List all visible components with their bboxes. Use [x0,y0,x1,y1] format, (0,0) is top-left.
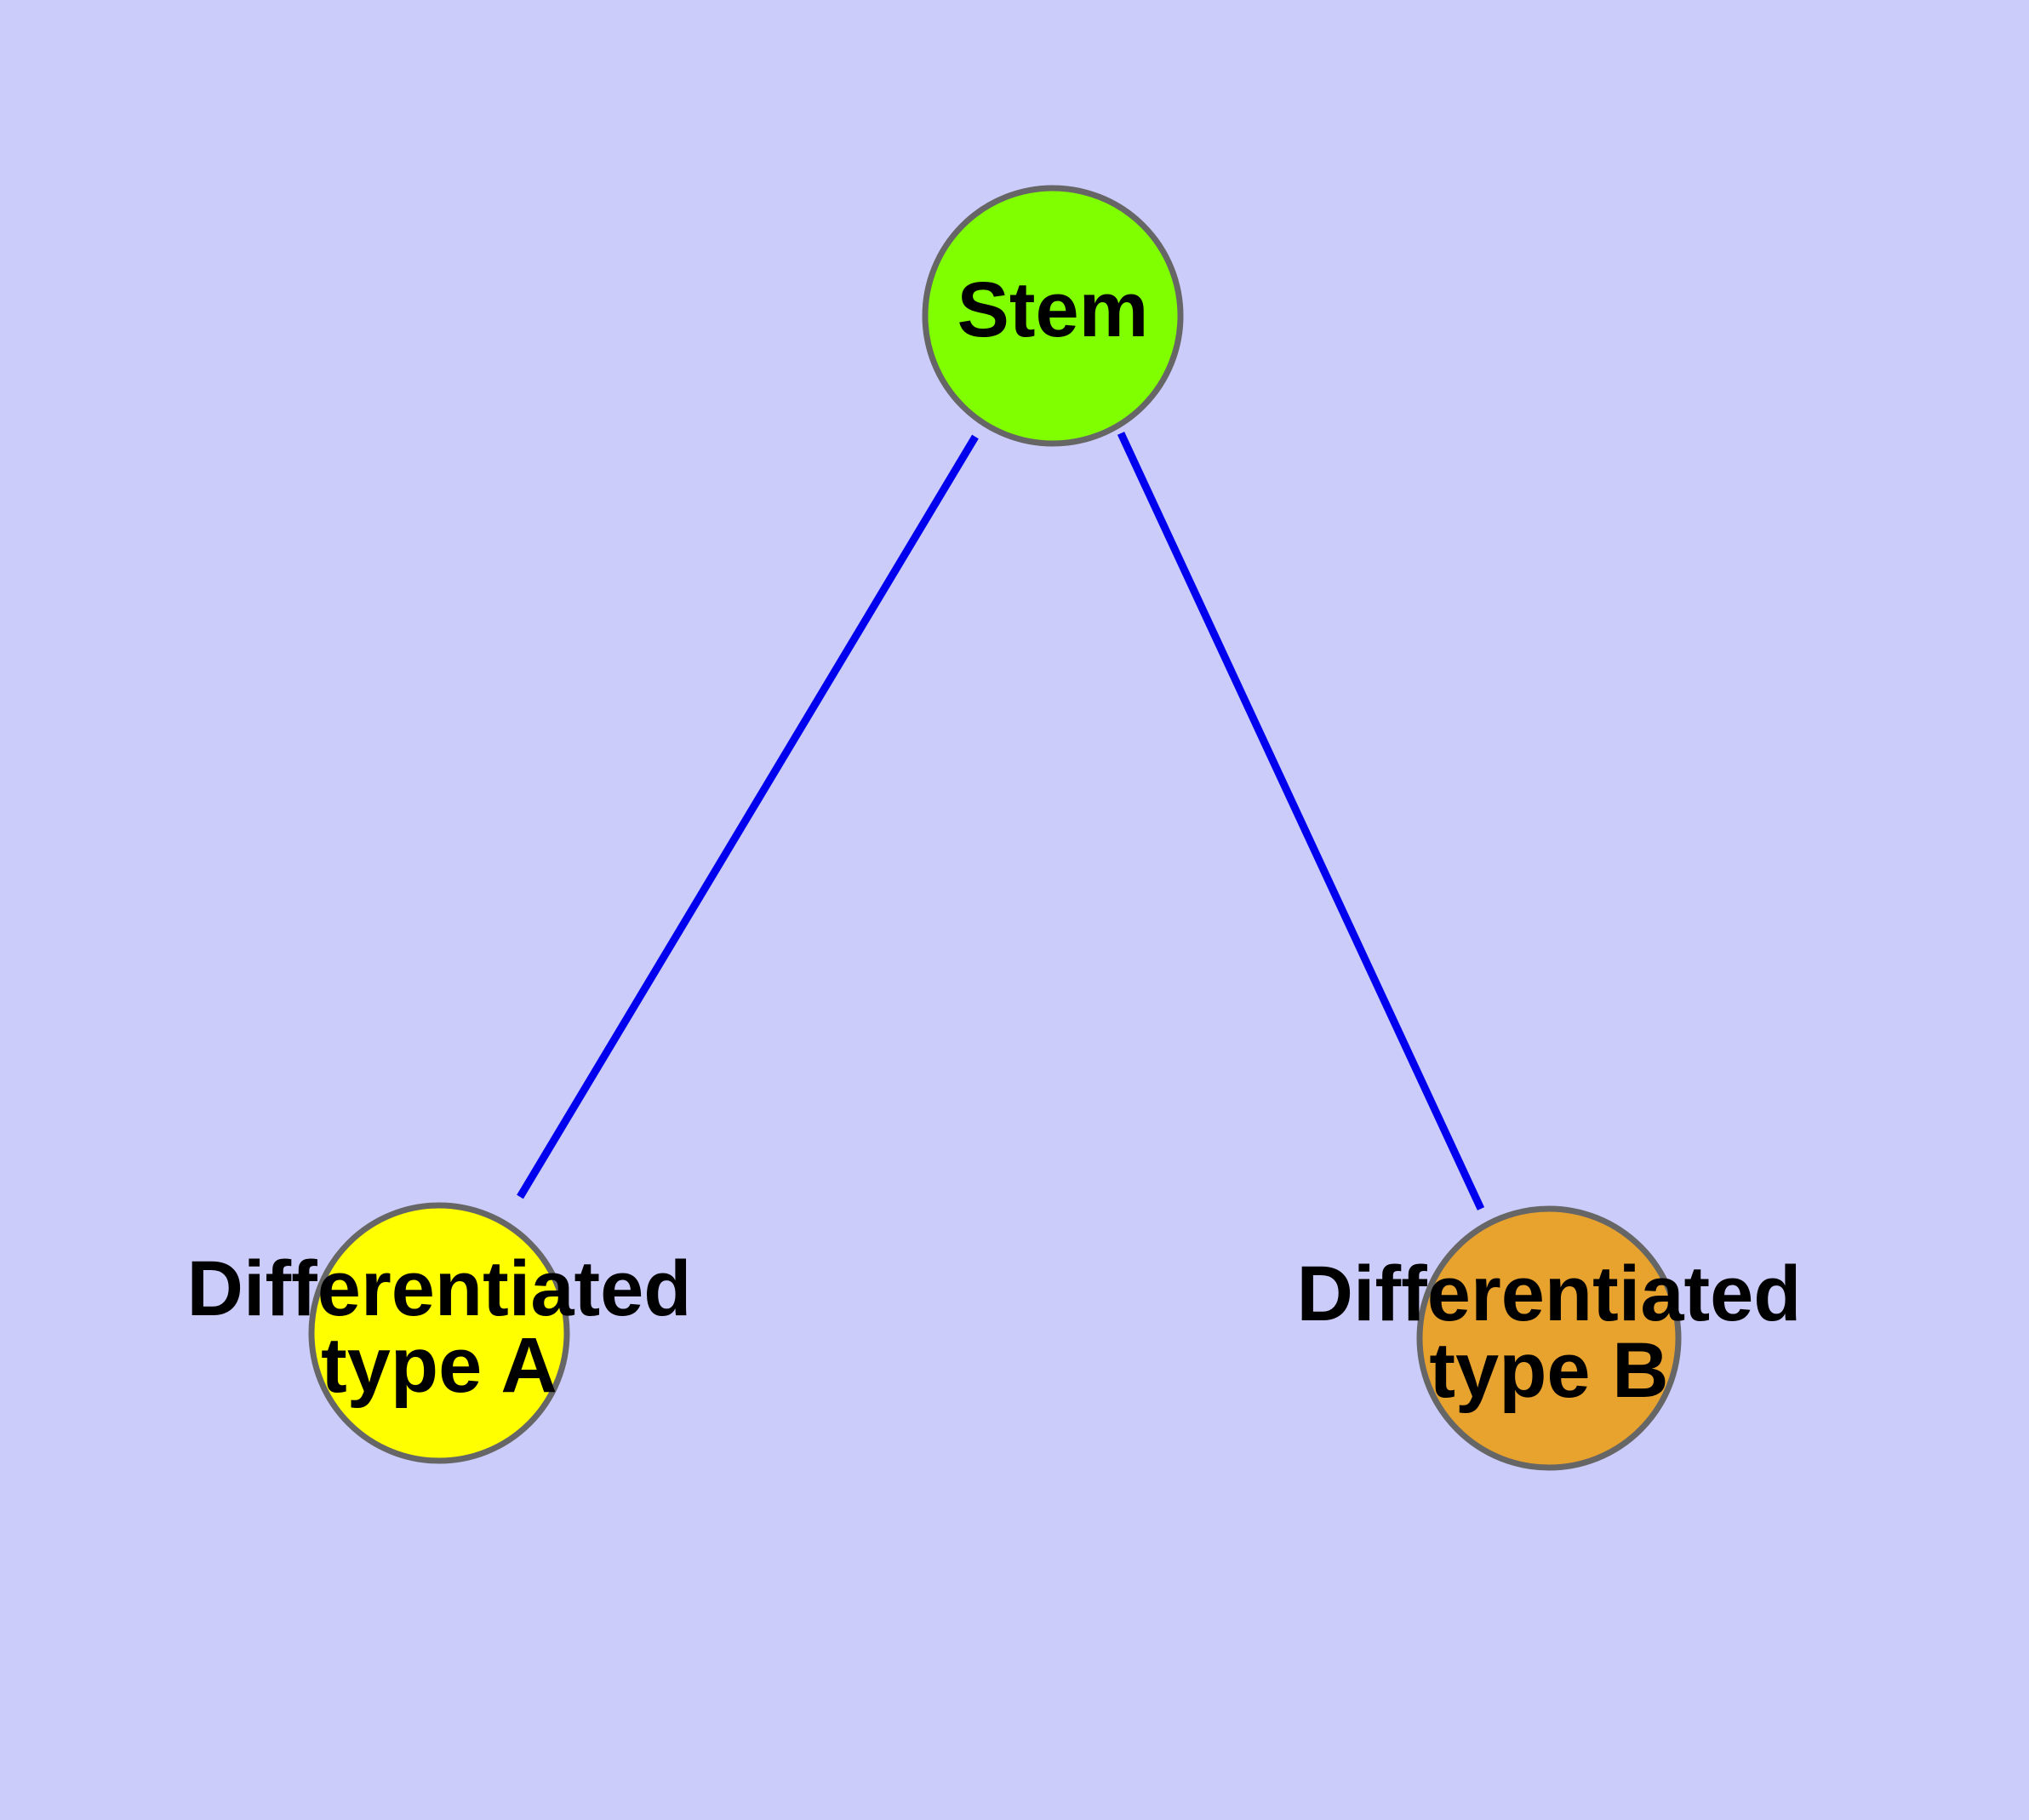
graph-node-label-line: type B [1429,1327,1668,1414]
graph-node-stem[interactable] [922,185,1184,447]
edges-group [517,432,1485,1210]
graph-node-label-line: Differentiated [1297,1251,1802,1337]
graph-node-label-line: Differentiated [187,1245,692,1332]
graph-node-label-line: type A [321,1322,557,1409]
graph-edge-stem-to-diff_b[interactable] [1117,432,1485,1210]
graph-node-diff_a[interactable] [308,1202,570,1464]
nodes-group [308,185,1682,1471]
graph-node-diff_b[interactable] [1416,1205,1682,1471]
graph-edge-stem-to-diff_a[interactable] [517,434,979,1199]
graph-node-label-stem: Stem [957,266,1149,353]
graph-node-label-line: Stem [957,266,1149,353]
